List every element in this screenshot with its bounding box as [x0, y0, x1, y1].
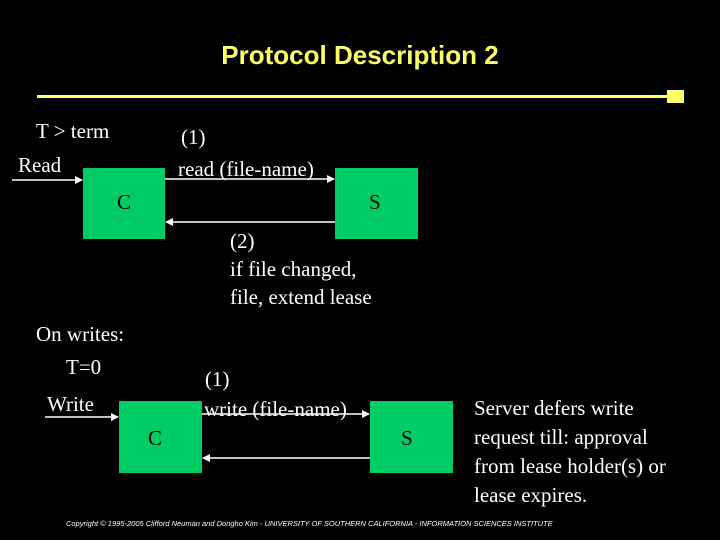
write-request-label: write (file-name)	[204, 397, 347, 421]
write-note-line1: Server defers write	[474, 396, 634, 420]
write-condition: T=0	[66, 355, 102, 379]
copyright-footer: Copyright © 1995-2005 Clifford Neuman an…	[66, 519, 553, 528]
title-underline	[37, 95, 669, 98]
slide-title: Protocol Description 2	[221, 40, 499, 70]
read-trigger: Read	[18, 153, 62, 177]
write-note-line3: from lease holder(s) or	[474, 454, 666, 478]
read-client-box: C	[83, 168, 165, 239]
write-server-label: S	[401, 426, 413, 450]
read-request-step: (1)	[181, 125, 206, 149]
read-client-label: C	[117, 190, 132, 214]
read-server-box: S	[335, 168, 418, 239]
read-reply-step: (2)	[230, 229, 255, 253]
write-request-step: (1)	[205, 367, 230, 391]
write-note-line2: request till: approval	[474, 425, 648, 449]
read-server-label: S	[369, 190, 381, 214]
read-reply-line1: if file changed,	[230, 257, 357, 281]
read-request-label: read (file-name)	[178, 157, 314, 181]
write-heading: On writes:	[36, 322, 125, 346]
write-server-box: S	[370, 401, 453, 473]
write-client-label: C	[148, 426, 163, 450]
read-condition: T > term	[36, 119, 110, 143]
write-note-line4: lease expires.	[474, 483, 588, 507]
write-trigger: Write	[47, 392, 94, 416]
read-reply-line2: file, extend lease	[230, 285, 372, 309]
write-client-box: C	[119, 401, 202, 473]
title-underline-end	[667, 90, 684, 103]
